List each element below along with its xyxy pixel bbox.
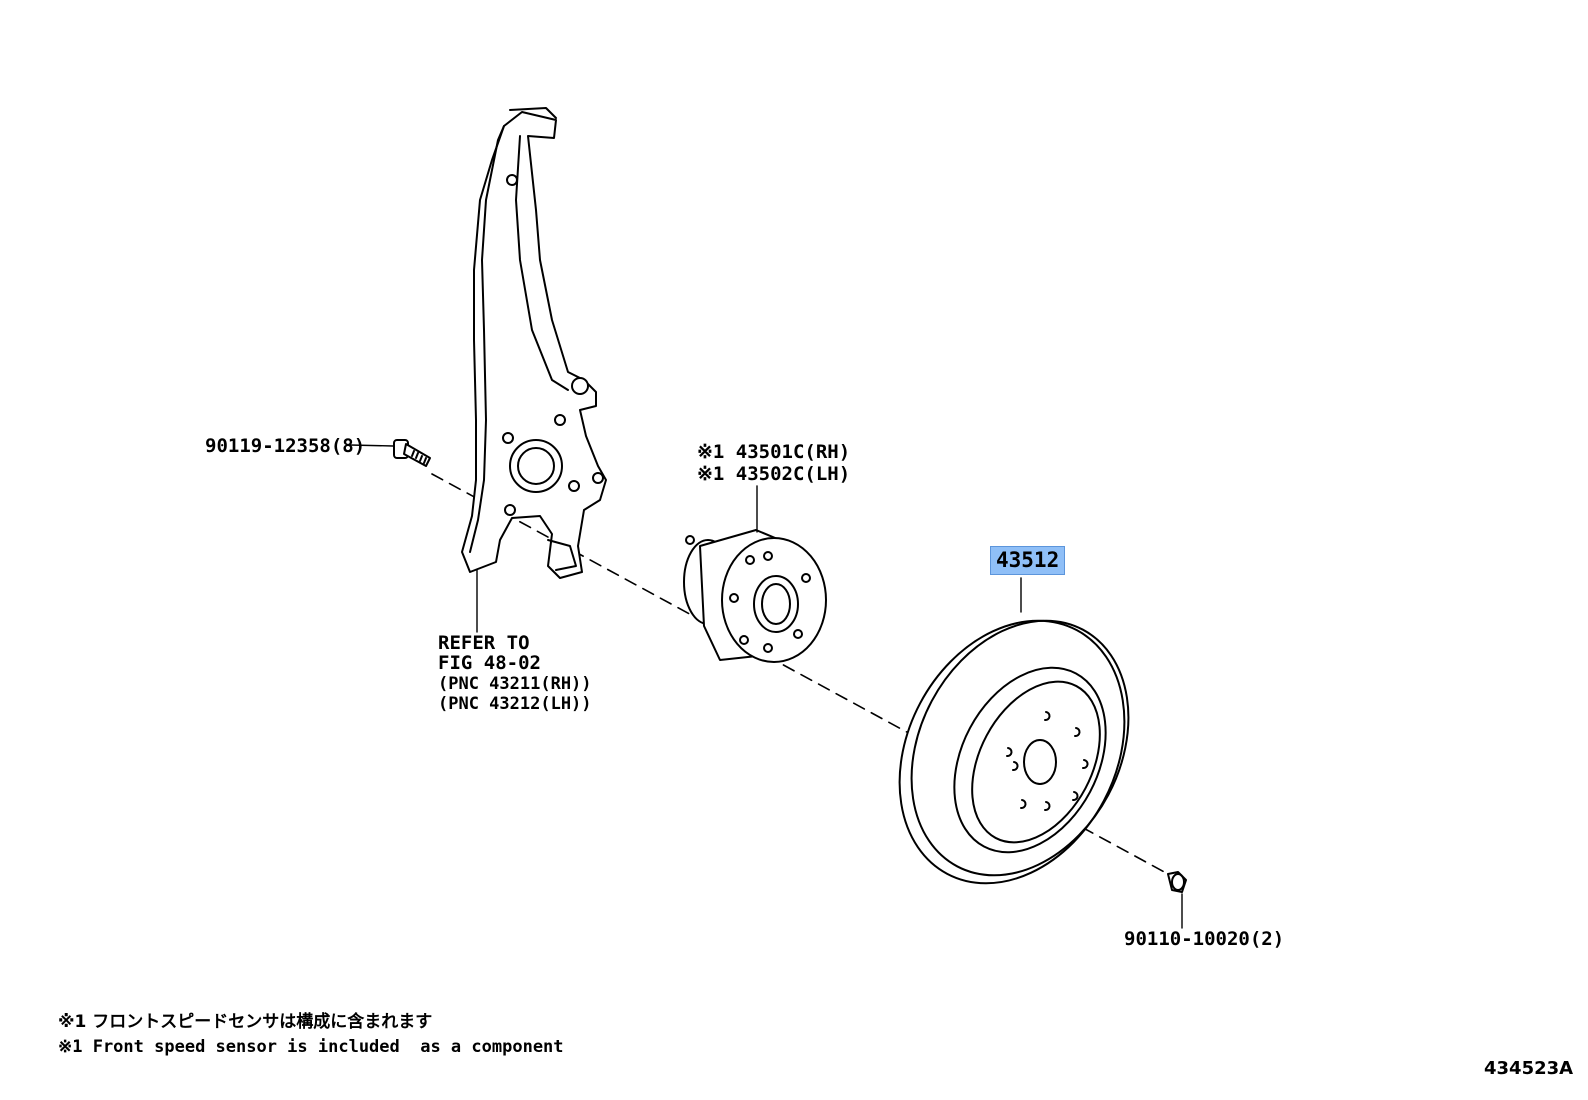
- screw-callout[interactable]: 90110-10020(2): [1124, 928, 1285, 950]
- hub-rh-callout[interactable]: ※1 43501C(RH): [697, 441, 851, 463]
- hub-lh-callout[interactable]: ※1 43502C(LH): [697, 463, 851, 485]
- knuckle-ref-line1: REFER TO: [438, 632, 530, 654]
- bolt-part: [393, 439, 431, 467]
- disc-callout-highlighted[interactable]: 43512: [990, 546, 1066, 575]
- screw-part: [1167, 871, 1187, 893]
- note-japanese: ※1 フロントスピードセンサは構成に含まれます: [58, 1012, 433, 1032]
- knuckle-ref-pnc-lh: (PNC 43212(LH)): [438, 694, 592, 714]
- knuckle-ref-line2[interactable]: FIG 48-02: [438, 652, 541, 674]
- knuckle-ref-pnc-rh: (PNC 43211(RH)): [438, 674, 592, 694]
- figure-id: 434523A: [1484, 1058, 1574, 1079]
- bolt-callout[interactable]: 90119-12358(8): [205, 435, 366, 457]
- note-english: ※1 Front speed sensor is included as a c…: [58, 1037, 564, 1057]
- hub-bearing-part: [683, 529, 827, 663]
- bolt-leader-line: [349, 444, 394, 447]
- knuckle-part: [461, 107, 607, 579]
- disc-part: [898, 619, 1130, 885]
